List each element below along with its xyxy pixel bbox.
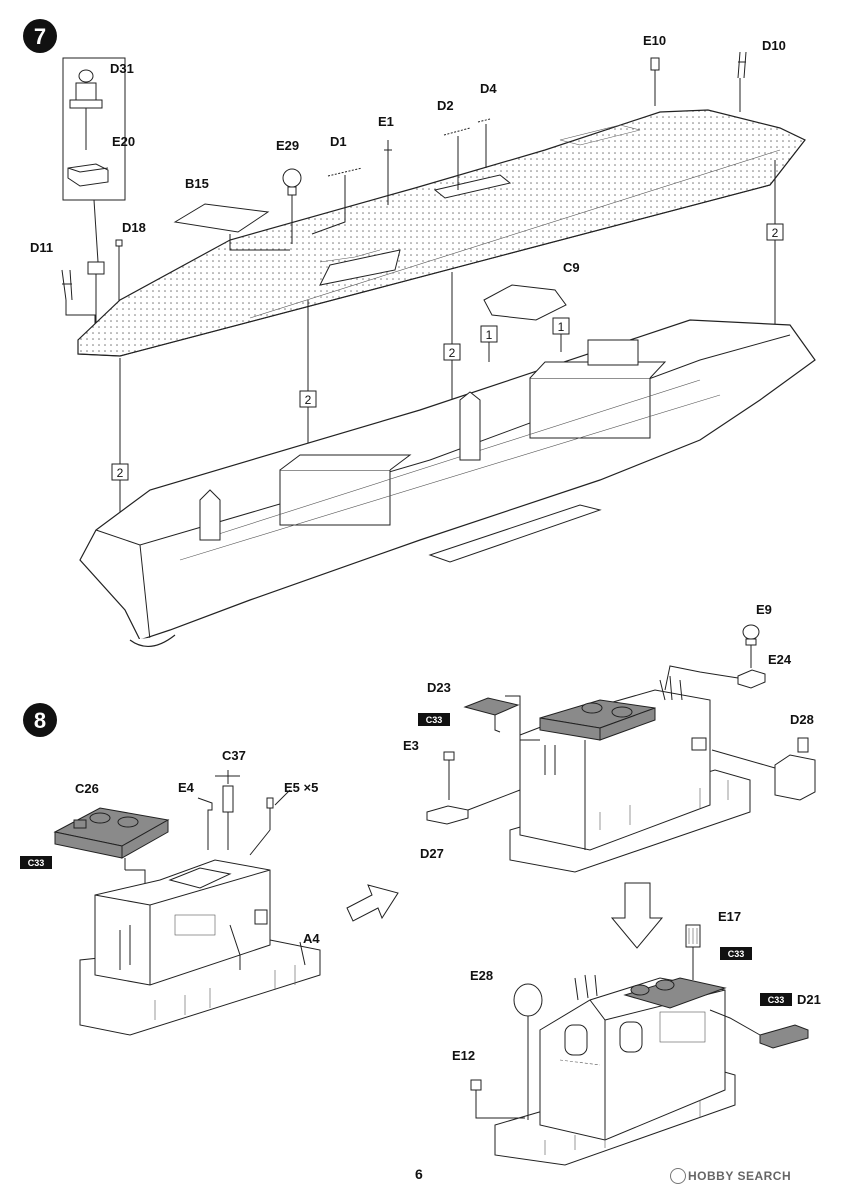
label-e9: E9 xyxy=(756,602,772,617)
flight-deck xyxy=(77,109,806,357)
step-7: 7 D31 E20 D18 D11 xyxy=(23,19,816,647)
label-e5: E5 ×5 xyxy=(284,780,318,795)
label-c37: C37 xyxy=(222,748,246,763)
part-d28-drawing xyxy=(711,737,816,801)
part-e9-drawing xyxy=(742,624,760,668)
part-d23-drawing xyxy=(463,695,540,741)
part-e4-drawing xyxy=(197,797,213,850)
label-e17: E17 xyxy=(718,909,741,924)
part-d2-drawing xyxy=(443,127,471,190)
watermark-logo-icon xyxy=(670,1168,686,1184)
part-e24-drawing xyxy=(664,665,766,691)
part-e28-drawing xyxy=(513,983,543,1120)
label-e10: E10 xyxy=(643,33,666,48)
part-e12-drawing xyxy=(470,1079,525,1119)
label-c26: C26 xyxy=(75,781,99,796)
label-e28: E28 xyxy=(470,968,493,983)
bow-bulb xyxy=(129,634,176,647)
label-a4: A4 xyxy=(303,931,320,946)
svg-text:C33: C33 xyxy=(28,858,45,868)
label-d31: D31 xyxy=(110,61,134,76)
part-e17-drawing xyxy=(685,924,701,980)
deck-markings xyxy=(249,124,781,319)
superstructure-stage-2 xyxy=(509,675,751,873)
label-b15: B15 xyxy=(185,176,209,191)
label-d18: D18 xyxy=(122,220,146,235)
superstructure-a4 xyxy=(79,859,321,1036)
step-8-badge xyxy=(23,703,57,737)
label-e29: E29 xyxy=(276,138,299,153)
part-e3-drawing xyxy=(443,751,455,800)
color-tag-c33-b xyxy=(418,713,450,726)
part-d1-drawing xyxy=(311,167,363,235)
step-8-number: 8 xyxy=(34,708,46,733)
label-e20: E20 xyxy=(112,134,135,149)
part-e10-drawing xyxy=(650,57,660,106)
callout-step1-a: 1 xyxy=(480,325,498,362)
svg-text:1: 1 xyxy=(486,328,493,342)
part-d10-drawing xyxy=(737,51,747,112)
label-d4: D4 xyxy=(480,81,497,96)
leader-d31 xyxy=(93,199,99,263)
part-d27-drawing xyxy=(426,789,521,825)
step-7-number: 7 xyxy=(34,24,46,49)
label-d10: D10 xyxy=(762,38,786,53)
step-7-badge xyxy=(23,19,57,53)
keel-fin xyxy=(428,504,602,563)
label-e4: E4 xyxy=(178,780,195,795)
arrow-down-icon xyxy=(610,882,664,949)
hull-stem xyxy=(139,544,151,641)
hull-internal-structures xyxy=(179,339,721,561)
part-d4-drawing xyxy=(477,118,491,168)
label-d2: D2 xyxy=(437,98,454,113)
arrow-right-icon xyxy=(346,884,399,922)
part-d31-drawing xyxy=(69,69,103,150)
label-d28: D28 xyxy=(790,712,814,727)
color-tag-c33-a xyxy=(20,856,52,869)
svg-text:C33: C33 xyxy=(768,995,785,1005)
deck-edge xyxy=(77,139,806,357)
label-c9: C9 xyxy=(563,260,580,275)
superstructure-final xyxy=(494,974,736,1166)
callout-step2-a: 2 xyxy=(766,160,784,335)
hull xyxy=(79,319,816,641)
part-c9-drawing xyxy=(483,284,567,321)
label-e3: E3 xyxy=(403,738,419,753)
label-e1: E1 xyxy=(378,114,394,129)
part-e29-drawing xyxy=(282,168,302,244)
hull-sheer-line xyxy=(95,334,791,546)
watermark-text: HOBBY SEARCH xyxy=(688,1169,792,1183)
part-e1-drawing xyxy=(384,140,392,205)
page-number: 6 xyxy=(415,1166,423,1182)
label-d11: D11 xyxy=(30,240,53,255)
part-e5-drawing xyxy=(249,789,291,856)
svg-text:C33: C33 xyxy=(728,949,745,959)
svg-text:2: 2 xyxy=(305,393,312,407)
label-d27: D27 xyxy=(420,846,444,861)
step-8: 8 C26 C33 E4 C37 xyxy=(20,602,821,1166)
svg-text:1: 1 xyxy=(558,320,565,334)
svg-text:2: 2 xyxy=(772,226,779,240)
svg-text:2: 2 xyxy=(117,466,124,480)
color-tag-c33-d xyxy=(760,993,792,1006)
label-d21: D21 xyxy=(797,992,821,1007)
label-e24: E24 xyxy=(768,652,792,667)
callout-step1-b: 1 xyxy=(552,317,570,352)
part-b15-drawing xyxy=(173,203,270,233)
color-tag-c33-c xyxy=(720,947,752,960)
label-d1: D1 xyxy=(330,134,347,149)
leader-b15 xyxy=(229,234,290,251)
part-d21-drawing xyxy=(709,1009,809,1049)
part-e20-drawing xyxy=(67,163,109,187)
label-d23: D23 xyxy=(427,680,451,695)
svg-text:2: 2 xyxy=(449,346,456,360)
part-c37-drawing xyxy=(215,770,240,850)
label-e12: E12 xyxy=(452,1048,475,1063)
part-c26-drawing xyxy=(53,807,170,900)
svg-text:C33: C33 xyxy=(426,715,443,725)
